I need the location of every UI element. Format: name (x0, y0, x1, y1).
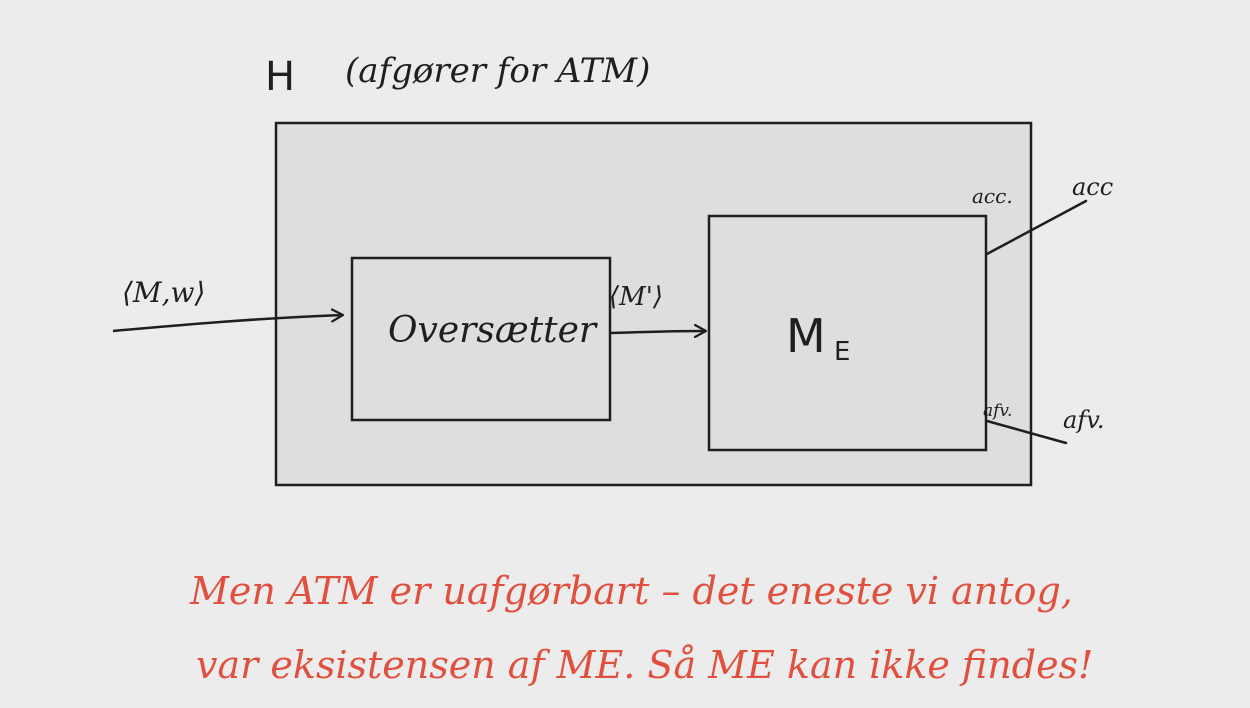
reject-inner-label: afv. (983, 401, 1012, 421)
decider-label-main: M (786, 309, 826, 363)
translator-label: Oversætter (388, 310, 598, 351)
note-line-2: var eksistensen af ME. Så ME kan ikke fi… (196, 643, 1093, 687)
intermediate-arrow (610, 331, 706, 333)
accept-inner-label: acc. (972, 184, 1013, 208)
accept-outer-label: acc (1072, 173, 1113, 201)
input-arrow (112, 315, 343, 333)
decider-box-me (707, 214, 988, 452)
note-line-1: Men ATM er uafgørbart – det eneste vi an… (189, 569, 1073, 613)
intermediate-label: ⟨M'⟩ (609, 282, 663, 312)
reject-output-line (985, 419, 1068, 445)
input-label: ⟨M,w⟩ (122, 276, 205, 309)
decider-label-subscript: E (834, 337, 850, 367)
machine-h-description: (afgører for ATM) (345, 51, 650, 91)
translator-box (350, 256, 612, 422)
machine-h-symbol: H (265, 54, 295, 100)
accept-output-line (985, 199, 1088, 256)
reject-outer-label: afv. (1063, 406, 1105, 434)
